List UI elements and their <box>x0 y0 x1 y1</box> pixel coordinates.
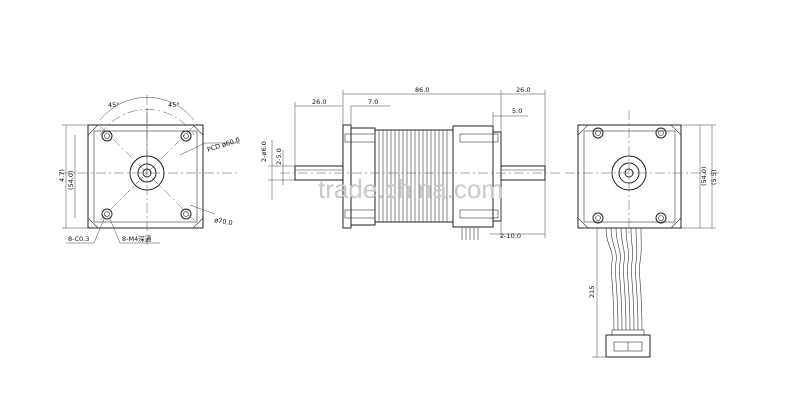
dim-total-length: 86.0 <box>415 86 429 94</box>
angle-label-left: 45° <box>108 101 120 109</box>
rear-view: (54.0) (5.5) 215 <box>565 110 720 358</box>
shaft-diameter-label: 2-ø6.0 <box>260 141 268 162</box>
left-dim-top: 4.7) <box>58 169 66 182</box>
dim-front-boss: 7.0 <box>368 98 378 106</box>
left-dim-bottom: (54.0) <box>67 170 75 190</box>
front-view: 45° 45° PCD ø60.0 ø70.0 4.7) (54.0) 8-C0… <box>58 95 241 245</box>
angle-label-right: 45° <box>168 101 180 109</box>
dim-front-shaft: 26.0 <box>312 98 326 106</box>
rear-dim-b: (5.5) <box>710 170 718 185</box>
dim-rear-boss: 5.0 <box>512 107 522 115</box>
cable-bundle <box>605 227 643 331</box>
dim-rear-shaft: 26.0 <box>516 86 530 94</box>
hole-label-chamfer: 8-C0.3 <box>68 235 89 243</box>
side-view: 86.0 26.0 26.0 7.0 5.0 2-ø6.0 2-5.0 2-10… <box>260 86 560 240</box>
hole-label-thread: 8-M4深通 <box>122 234 152 243</box>
dim-bottom-label: 2-10.0 <box>500 232 521 240</box>
shaft-flat-label: 2-5.0 <box>275 148 283 165</box>
rear-dim-a: (54.0) <box>700 166 708 186</box>
pcd-label: PCD ø60.0 <box>206 136 241 154</box>
watermark: trade.china.com <box>318 174 503 204</box>
cable-length-label: 215 <box>588 286 596 298</box>
outer-diameter-label: ø70.0 <box>214 216 234 227</box>
